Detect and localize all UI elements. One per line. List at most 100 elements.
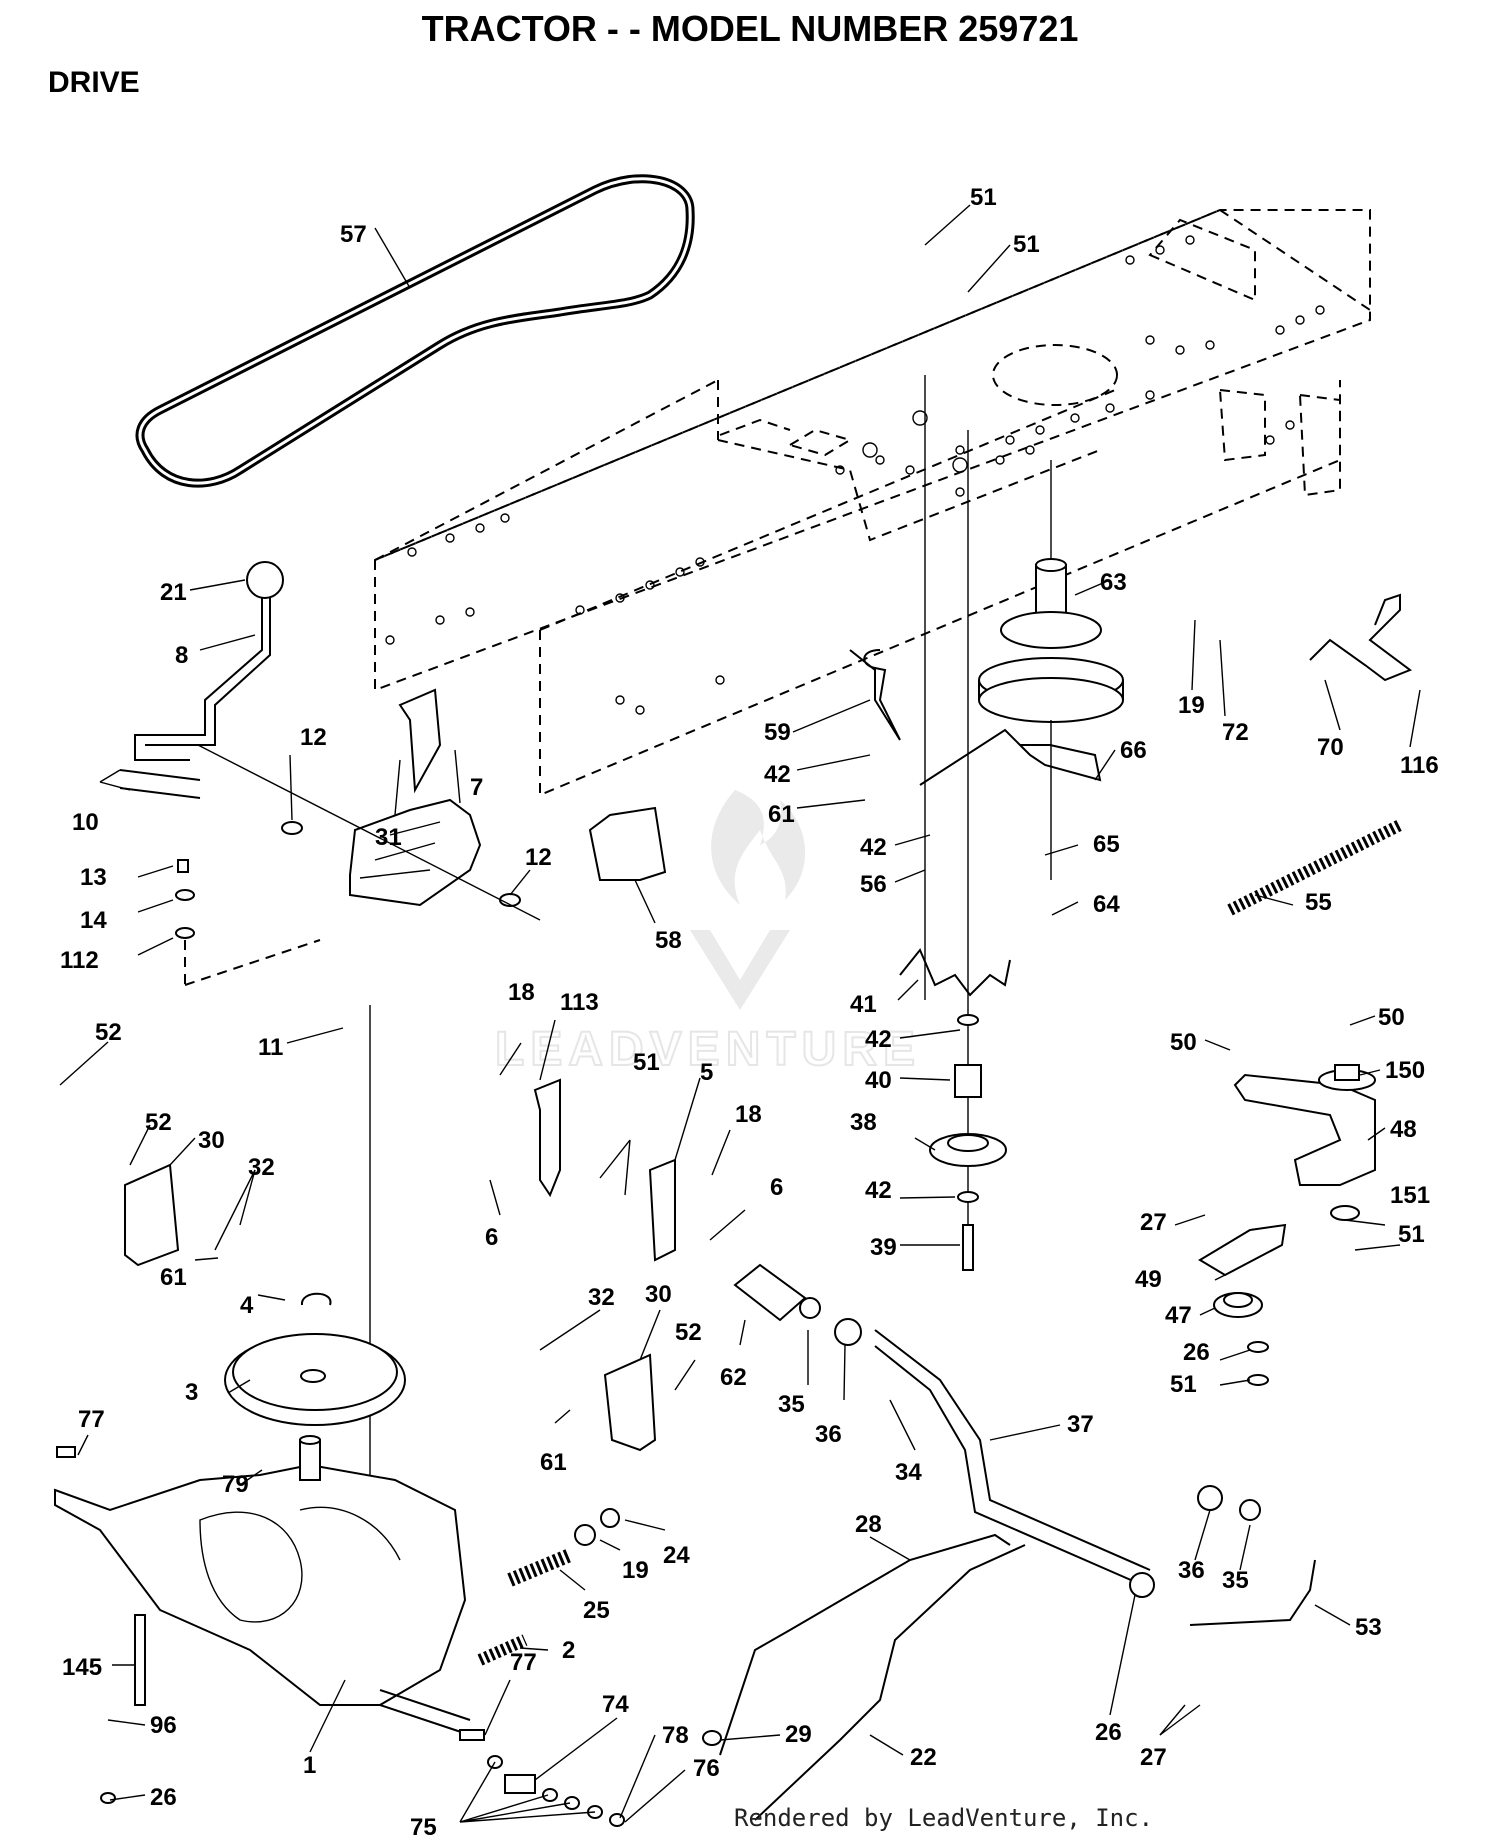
idler-bracket-66 xyxy=(919,728,1102,786)
callout-36a: 36 xyxy=(815,1421,842,1448)
callout-62: 62 xyxy=(720,1364,747,1391)
callout-145: 145 xyxy=(62,1654,102,1681)
key-77 xyxy=(56,1446,76,1458)
callout-112: 112 xyxy=(60,947,99,974)
watermark-logo xyxy=(690,790,806,1010)
callout-10: 10 xyxy=(72,809,99,836)
spring-2 xyxy=(477,1634,528,1666)
washer-35 xyxy=(1239,1499,1261,1521)
callout-52c: 52 xyxy=(675,1319,702,1346)
callout-12a: 12 xyxy=(300,724,327,751)
washers-75 xyxy=(487,1755,625,1827)
callout-25: 25 xyxy=(583,1597,610,1624)
callout-61a: 61 xyxy=(768,801,795,828)
callout-58: 58 xyxy=(655,927,682,954)
callout-6b: 6 xyxy=(485,1224,498,1251)
callout-18b: 18 xyxy=(735,1101,762,1128)
callout-64: 64 xyxy=(1093,891,1120,918)
rod-28 xyxy=(719,1533,1011,1756)
bushing-19 xyxy=(574,1524,596,1546)
callout-40: 40 xyxy=(865,1067,892,1094)
callout-75: 75 xyxy=(410,1814,437,1841)
page-title: TRACTOR - - MODEL NUMBER 259721 xyxy=(421,8,1079,49)
callout-39: 39 xyxy=(870,1234,897,1261)
callout-4: 4 xyxy=(240,1292,254,1319)
callout-8: 8 xyxy=(175,642,188,669)
washer-26 xyxy=(100,1792,116,1804)
lever-bracket xyxy=(175,688,541,986)
idler-arm-48 xyxy=(1198,1064,1376,1386)
key-77b xyxy=(459,1729,485,1741)
pulley-63 xyxy=(978,558,1124,723)
callout-27b: 27 xyxy=(1140,1744,1167,1771)
callout-77b: 77 xyxy=(510,1649,537,1676)
callout-42d: 42 xyxy=(865,1177,892,1204)
shift-knob-21 xyxy=(246,561,284,599)
brake-shaft-34 xyxy=(733,1263,1151,1585)
callout-116: 116 xyxy=(1400,752,1439,779)
callout-59: 59 xyxy=(764,719,791,746)
idler-pulley-38 xyxy=(929,1014,1007,1271)
callout-42c: 42 xyxy=(865,1026,892,1053)
callout-51d: 51 xyxy=(1170,1371,1197,1398)
callout-42b: 42 xyxy=(860,834,887,861)
callout-72: 72 xyxy=(1222,719,1249,746)
callout-74: 74 xyxy=(602,1691,629,1718)
callout-66: 66 xyxy=(1120,737,1147,764)
bracket-30-right xyxy=(603,1353,657,1452)
callout-113: 113 xyxy=(560,989,599,1016)
callout-7: 7 xyxy=(470,774,483,801)
callout-37: 37 xyxy=(1067,1411,1094,1438)
callout-19b: 19 xyxy=(622,1557,649,1584)
callout-50b: 50 xyxy=(1378,1004,1405,1031)
callout-51-top: 51 xyxy=(970,184,997,211)
callout-35b: 35 xyxy=(1222,1567,1249,1594)
callout-47: 47 xyxy=(1165,1302,1192,1329)
callout-50a: 50 xyxy=(1170,1029,1197,1056)
callout-48: 48 xyxy=(1390,1116,1417,1143)
callout-55: 55 xyxy=(1305,889,1332,916)
callout-49: 49 xyxy=(1135,1266,1162,1293)
callout-29: 29 xyxy=(785,1721,812,1748)
callout-31: 31 xyxy=(375,824,402,851)
callout-2: 2 xyxy=(562,1637,575,1664)
callout-150: 150 xyxy=(1385,1057,1425,1084)
callout-26c: 26 xyxy=(150,1784,177,1811)
callout-51b: 51 xyxy=(633,1049,660,1076)
callout-26a: 26 xyxy=(1183,1339,1210,1366)
callout-78: 78 xyxy=(662,1722,689,1749)
callout-61c: 61 xyxy=(540,1449,567,1476)
callout-12b: 12 xyxy=(525,844,552,871)
callout-24: 24 xyxy=(663,1542,690,1569)
washer-36 xyxy=(1197,1485,1223,1511)
callout-30b: 30 xyxy=(645,1281,672,1308)
callout-51-top2: 51 xyxy=(1013,231,1040,258)
bracket-58 xyxy=(588,806,667,881)
callout-labels: 57 51 51 21 8 12 10 31 7 12 13 14 112 58… xyxy=(60,184,1439,1841)
callout-151: 151 xyxy=(1390,1182,1430,1209)
callout-77a: 77 xyxy=(78,1406,105,1433)
callout-5: 5 xyxy=(700,1059,713,1086)
frame-outline xyxy=(374,209,1371,797)
callout-42a: 42 xyxy=(764,761,791,788)
callout-3: 3 xyxy=(185,1379,198,1406)
callout-63: 63 xyxy=(1100,569,1127,596)
bracket-113 xyxy=(533,1078,561,1198)
footer-credit: Rendered by LeadVenture, Inc. xyxy=(734,1804,1154,1832)
callout-79: 79 xyxy=(222,1471,249,1498)
rod-53 xyxy=(1189,1559,1316,1626)
callout-61b: 61 xyxy=(160,1264,187,1291)
callout-11: 11 xyxy=(258,1034,283,1061)
callout-35a: 35 xyxy=(778,1391,805,1418)
callout-76: 76 xyxy=(693,1755,720,1782)
callout-65: 65 xyxy=(1093,831,1120,858)
callout-21: 21 xyxy=(160,579,187,606)
callout-1: 1 xyxy=(303,1752,316,1779)
callout-19a: 19 xyxy=(1178,692,1205,719)
transaxle-1 xyxy=(54,1435,471,1736)
callout-22: 22 xyxy=(910,1744,937,1771)
callout-6a: 6 xyxy=(770,1174,783,1201)
callout-34: 34 xyxy=(895,1459,922,1486)
callout-38: 38 xyxy=(850,1109,877,1136)
